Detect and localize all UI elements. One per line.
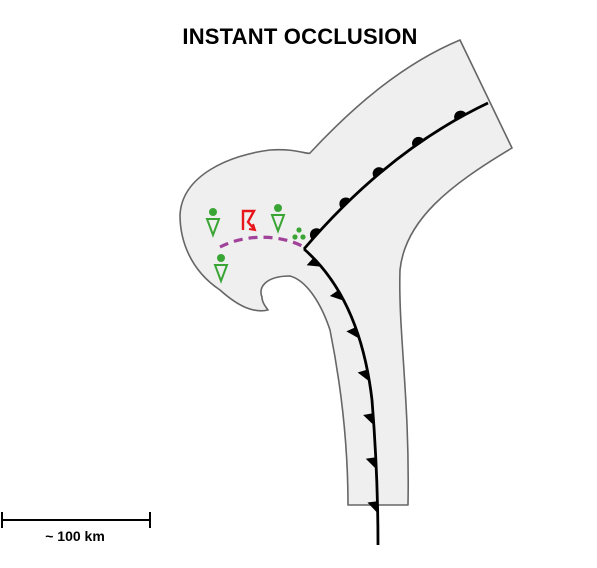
thunderstorm-icon <box>241 209 257 232</box>
cold-front-marker <box>357 369 370 382</box>
cold-front-line <box>303 247 380 546</box>
warm-front-marker <box>412 136 424 148</box>
cold-front-marker <box>365 457 377 470</box>
diagram-title: INSTANT OCCLUSION <box>182 24 418 49</box>
rain-shower-icon <box>213 254 229 284</box>
warm-front-marker <box>372 167 385 178</box>
cold-front-marker <box>363 413 374 426</box>
rain-shower-icon <box>270 204 286 234</box>
cold-front-marker <box>329 290 344 301</box>
cold-front-markers <box>306 257 378 514</box>
cloud-band <box>179 39 513 506</box>
scale-bar <box>1 512 151 528</box>
warm-front-markers <box>309 110 467 240</box>
rain-shower-icon <box>205 208 221 238</box>
cold-front-marker <box>346 327 360 339</box>
scale-bar-label: ~ 100 km <box>45 528 105 544</box>
warm-front-marker <box>454 110 467 121</box>
warm-front-marker <box>339 197 351 209</box>
trough-line <box>219 235 305 249</box>
cold-front-marker <box>367 501 378 514</box>
moderate-rain-icon <box>292 227 306 240</box>
warm-front-line <box>302 101 489 250</box>
warm-front-marker <box>309 228 321 240</box>
cold-front-marker <box>306 257 322 267</box>
